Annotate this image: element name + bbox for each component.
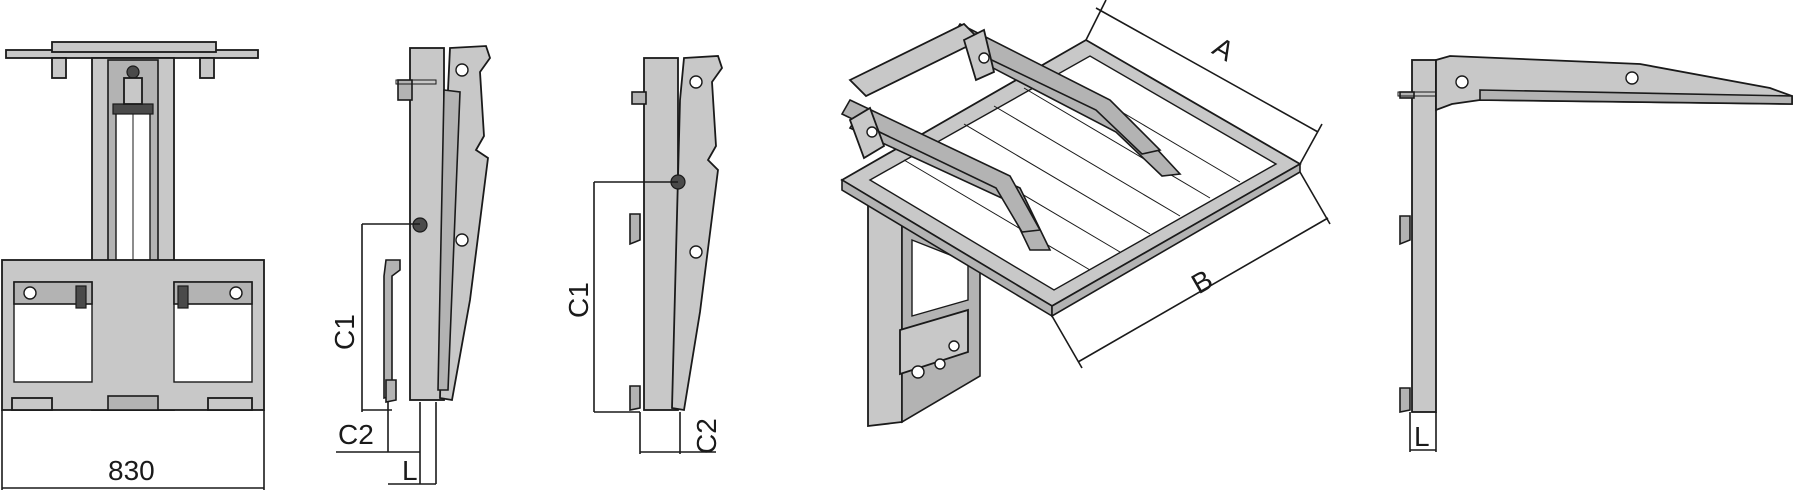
front-view: 830	[1, 41, 265, 490]
side-view-folded: C1 C2 L	[329, 45, 491, 486]
c2-label-2: C2	[691, 418, 722, 454]
a-label: A	[1208, 31, 1240, 67]
side-view-extended: L	[1397, 55, 1793, 452]
c2-label: C2	[338, 419, 374, 450]
isometric-view: A B	[840, 0, 1331, 428]
b-label: B	[1186, 264, 1218, 300]
l-label-2: L	[1414, 421, 1430, 452]
side-view-compact: C1 C2	[563, 55, 723, 454]
width-dimension-label: 830	[108, 455, 155, 486]
l-label: L	[402, 455, 418, 486]
c1-label: C1	[329, 314, 360, 350]
c1-label-2: C1	[563, 282, 594, 318]
